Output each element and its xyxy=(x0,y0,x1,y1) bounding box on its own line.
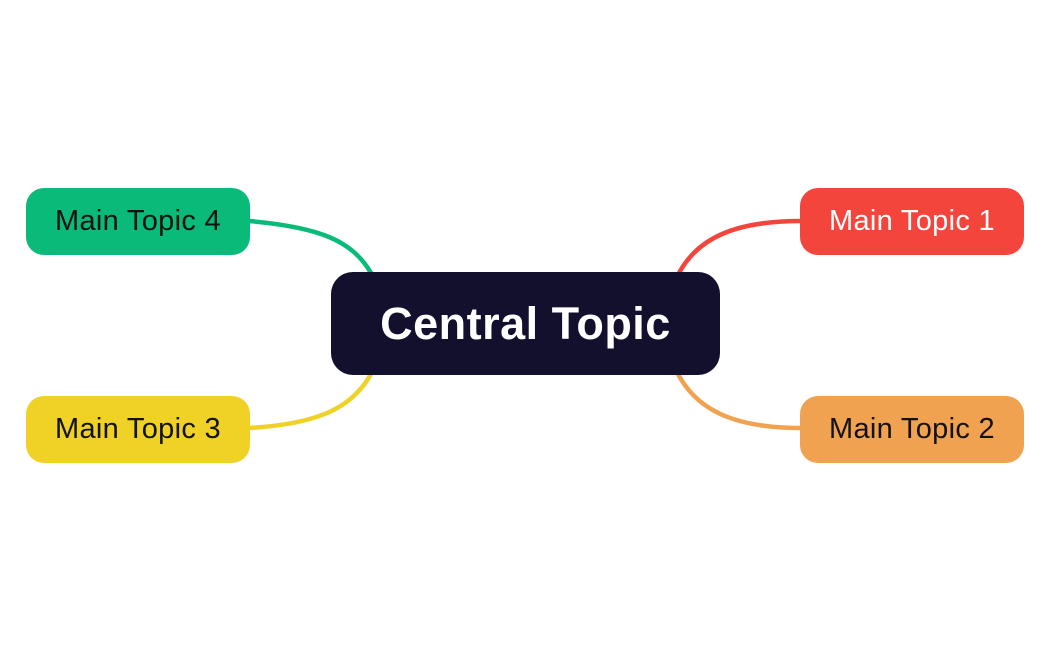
connector-main-topic-4 xyxy=(246,218,374,276)
connector-main-topic-2 xyxy=(675,371,804,431)
main-topic-3-label: Main Topic 3 xyxy=(55,413,221,445)
connector-main-topic-1 xyxy=(676,218,804,276)
main-topic-4-label: Main Topic 4 xyxy=(55,205,221,237)
connector-main-topic-3 xyxy=(246,371,374,431)
main-topic-1-node[interactable]: Main Topic 1 xyxy=(800,188,1024,255)
main-topic-1-label: Main Topic 1 xyxy=(829,205,995,237)
main-topic-4-node[interactable]: Main Topic 4 xyxy=(26,188,250,255)
central-topic-node[interactable]: Central Topic xyxy=(331,272,720,375)
central-topic-label: Central Topic xyxy=(380,297,671,349)
main-topic-2-label: Main Topic 2 xyxy=(829,413,995,445)
main-topic-3-node[interactable]: Main Topic 3 xyxy=(26,396,250,463)
main-topic-2-node[interactable]: Main Topic 2 xyxy=(800,396,1024,463)
